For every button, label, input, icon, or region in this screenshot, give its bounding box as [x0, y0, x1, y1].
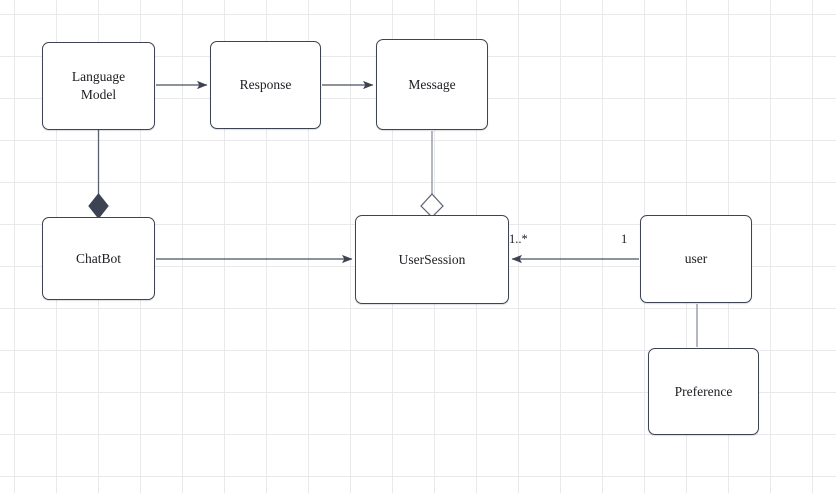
node-label-chatbot: ChatBot	[75, 250, 121, 266]
node-message[interactable]: Message	[376, 39, 488, 130]
node-chatbot[interactable]: ChatBot	[42, 217, 155, 300]
node-label-user-session: UserSession	[398, 251, 466, 267]
node-label-user: user	[684, 251, 708, 266]
node-user-session[interactable]: UserSession	[355, 215, 509, 304]
node-label-preference: Preference	[674, 383, 733, 399]
filled-diamond-marker	[88, 193, 109, 219]
node-label-language-model: Language Model	[71, 69, 126, 102]
node-user[interactable]: user	[640, 215, 752, 303]
edge-language-model-to-chatbot	[88, 130, 109, 219]
node-response[interactable]: Response	[210, 41, 321, 129]
edge-message-to-user-session	[420, 131, 444, 218]
edge-label-multiplicity-one: 1	[621, 232, 628, 246]
node-label-message: Message	[408, 76, 456, 92]
hollow-diamond-marker	[420, 193, 444, 218]
node-language-model[interactable]: Language Model	[42, 42, 155, 130]
node-preference[interactable]: Preference	[648, 348, 759, 435]
edge-label-multiplicity-many: 1..*	[509, 232, 528, 246]
node-label-response: Response	[239, 77, 292, 92]
